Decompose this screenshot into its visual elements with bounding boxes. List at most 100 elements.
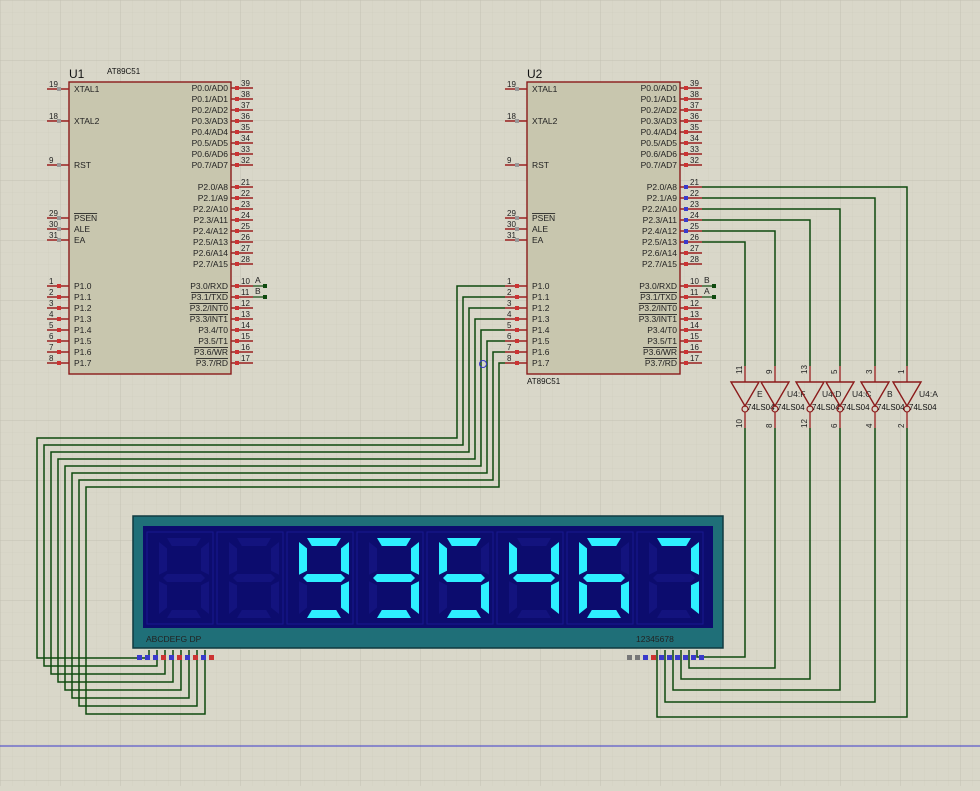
pin-number: 5 [49, 321, 54, 330]
segment-d [307, 610, 341, 618]
pin-label: P0.4/AD4 [192, 127, 229, 137]
inverter-symbol[interactable] [794, 381, 826, 408]
pin-number: 9 [49, 156, 54, 165]
pin-number: 2 [49, 288, 54, 297]
wire [78, 351, 505, 707]
pin-label: P2.1/A9 [647, 193, 678, 203]
display-pin [153, 655, 158, 660]
pin-label: P0.3/AD3 [192, 116, 229, 126]
segment-a [167, 538, 201, 546]
pin-marker [235, 306, 239, 310]
display-pin [683, 655, 688, 660]
inverter-symbol[interactable] [759, 381, 791, 408]
inverter-part: 74LS04 [812, 403, 840, 412]
segment-g [583, 574, 625, 582]
segment-g [163, 574, 205, 582]
pin-label: P0.7/AD7 [192, 160, 229, 170]
pin-marker [515, 87, 519, 91]
pin-label: P0.0/AD0 [192, 83, 229, 93]
pin-number: 32 [690, 156, 699, 165]
pin-number: 8 [507, 354, 512, 363]
wire [702, 197, 876, 366]
wire [656, 428, 908, 718]
pin-marker [515, 238, 519, 242]
pin-label: P2.7/A15 [642, 259, 677, 269]
pin-label: P3.6/WR [643, 347, 677, 357]
pin-number: 39 [241, 79, 250, 88]
inverter-symbol[interactable] [824, 381, 856, 408]
pin-number: 14 [241, 321, 250, 330]
pin-label: PSEN [532, 213, 555, 223]
display-pin [209, 655, 214, 660]
segment-b [621, 542, 629, 575]
display-pin [169, 655, 174, 660]
display-pin [137, 655, 142, 660]
inverter-label: U4:C [852, 389, 871, 399]
ic-body[interactable] [526, 81, 681, 375]
pin-number: 18 [507, 112, 516, 121]
pin-number: 15 [690, 332, 699, 341]
inverter-label: U4:A [919, 389, 938, 399]
inverter-symbol[interactable] [859, 381, 891, 408]
pin-label: P1.2 [532, 303, 550, 313]
pin-number: 36 [241, 112, 250, 121]
segment-pins-label: ABCDEFG DP [146, 634, 202, 644]
pin-marker [57, 163, 61, 167]
digit-value: 6 [598, 571, 603, 580]
segment-e [439, 581, 447, 614]
pin-marker [235, 86, 239, 90]
display-digit: 7 [636, 531, 704, 625]
pin-label: P3.3/INT1 [190, 314, 229, 324]
ic-body[interactable] [68, 81, 232, 375]
inverter-array[interactable]: 1110E74LS0498U4:F74LS041312U4:D74LS0456U… [729, 365, 938, 428]
pin-number: 12 [690, 299, 699, 308]
pin-number: 4 [507, 310, 512, 319]
pin-marker [57, 339, 61, 343]
pin-label: P3.2/INT0 [639, 303, 678, 313]
pin-number: 4 [49, 310, 54, 319]
pin-number: 11 [241, 288, 250, 297]
wire [64, 329, 505, 691]
pin-marker [235, 185, 239, 189]
pin-number: 24 [690, 211, 699, 220]
pin-number: 33 [241, 145, 250, 154]
net-label: A [704, 286, 710, 296]
wire [702, 219, 811, 366]
pin-marker [515, 328, 519, 332]
pin-number: 30 [49, 220, 58, 229]
segment-f [299, 542, 307, 575]
pin-label: P1.3 [532, 314, 550, 324]
pin-marker [684, 251, 688, 255]
net-label: A [255, 275, 261, 285]
segment-c [621, 581, 629, 614]
pin-number: 35 [241, 123, 250, 132]
pin-label: P3.1/TXD [640, 292, 677, 302]
display-digit: 4 [496, 531, 564, 625]
pin-number: 17 [241, 354, 250, 363]
segment-f [439, 542, 447, 575]
digit-cell [496, 531, 564, 625]
pin-label: P1.3 [74, 314, 92, 324]
pin-number: 27 [241, 244, 250, 253]
inverter-symbol[interactable] [729, 381, 761, 408]
pin-label: P2.3/A11 [194, 215, 229, 225]
pin-label: RST [74, 160, 91, 170]
pin-number: 22 [690, 189, 699, 198]
segment-c [411, 581, 419, 614]
ic-part: AT89C51 [107, 67, 141, 76]
inverter-symbol[interactable] [891, 381, 923, 408]
inverter-out-number: 8 [765, 423, 774, 428]
pin-number: 35 [690, 123, 699, 132]
segment-g [653, 574, 695, 582]
inverter-in-number: 13 [800, 365, 809, 374]
inverter-out-number: 2 [897, 423, 906, 428]
wire [702, 186, 908, 366]
pin-label: P0.1/AD1 [641, 94, 678, 104]
segment-c [691, 581, 699, 614]
segment-f [509, 542, 517, 575]
